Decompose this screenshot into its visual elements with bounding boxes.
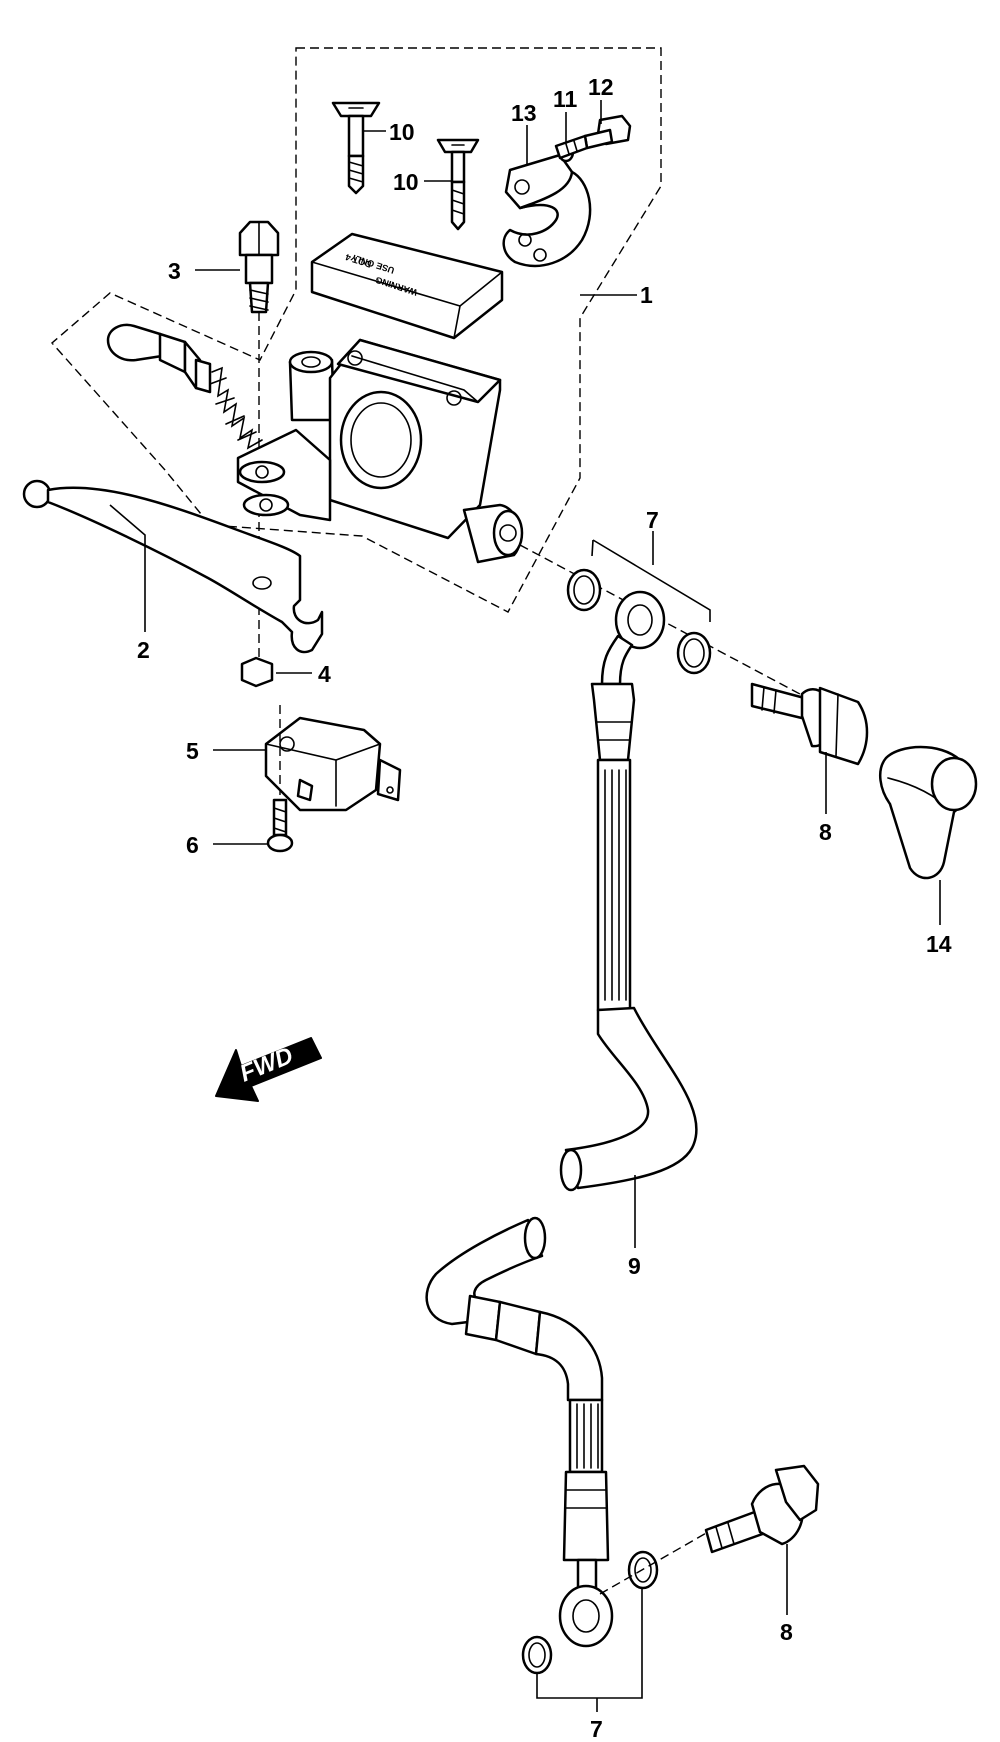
leader-lines (109, 100, 941, 1712)
callout-11: 11 (553, 86, 578, 112)
screw-6 (266, 798, 294, 853)
callout-3: 3 (168, 258, 181, 284)
callout-9: 9 (628, 1253, 641, 1279)
callout-8-lower: 8 (780, 1619, 793, 1645)
master-cylinder-body (236, 338, 524, 564)
reservoir-cap: WARNING USE ONLY DOT 4 (310, 232, 504, 340)
lower-axis-line (599, 1531, 709, 1595)
piston-and-spring (106, 323, 263, 450)
assembly-1-dashed-outline (51, 47, 662, 613)
outlet-axis-line (519, 544, 831, 711)
washer-7-upper-right (676, 631, 712, 675)
callout-12: 12 (588, 74, 614, 100)
callout-2: 2 (137, 637, 150, 663)
bleeder-cap-14 (878, 745, 978, 880)
forward-direction-arrow: FWD (215, 1037, 322, 1102)
screw-10-long (331, 101, 381, 195)
nut-4 (240, 656, 274, 688)
callout-10-lower: 10 (393, 169, 419, 195)
screw-10-short (436, 138, 480, 231)
washer-7-upper-left (566, 568, 602, 612)
bolt-12 (554, 114, 632, 160)
clamp-13 (502, 153, 592, 268)
callout-labels: 1 2 3 4 5 6 7 7 8 8 9 10 10 11 12 13 14 (137, 74, 952, 1742)
banjo-bolt-8-upper (750, 682, 869, 766)
callout-13: 13 (511, 100, 537, 126)
callout-14: 14 (926, 931, 952, 957)
callout-8-upper: 8 (819, 819, 832, 845)
callout-4: 4 (318, 661, 331, 687)
brake-switch-5 (264, 716, 402, 812)
brake-hose-9 (425, 590, 698, 1648)
callout-6: 6 (186, 832, 199, 858)
callout-7-upper: 7 (646, 507, 659, 533)
callout-10-upper: 10 (389, 119, 415, 145)
callout-1: 1 (640, 282, 653, 308)
brake-lever-2 (22, 479, 324, 654)
callout-5: 5 (186, 738, 199, 764)
callout-7-lower: 7 (590, 1716, 603, 1742)
banjo-bolt-8-lower (704, 1464, 820, 1554)
pivot-bolt-3 (238, 220, 280, 314)
